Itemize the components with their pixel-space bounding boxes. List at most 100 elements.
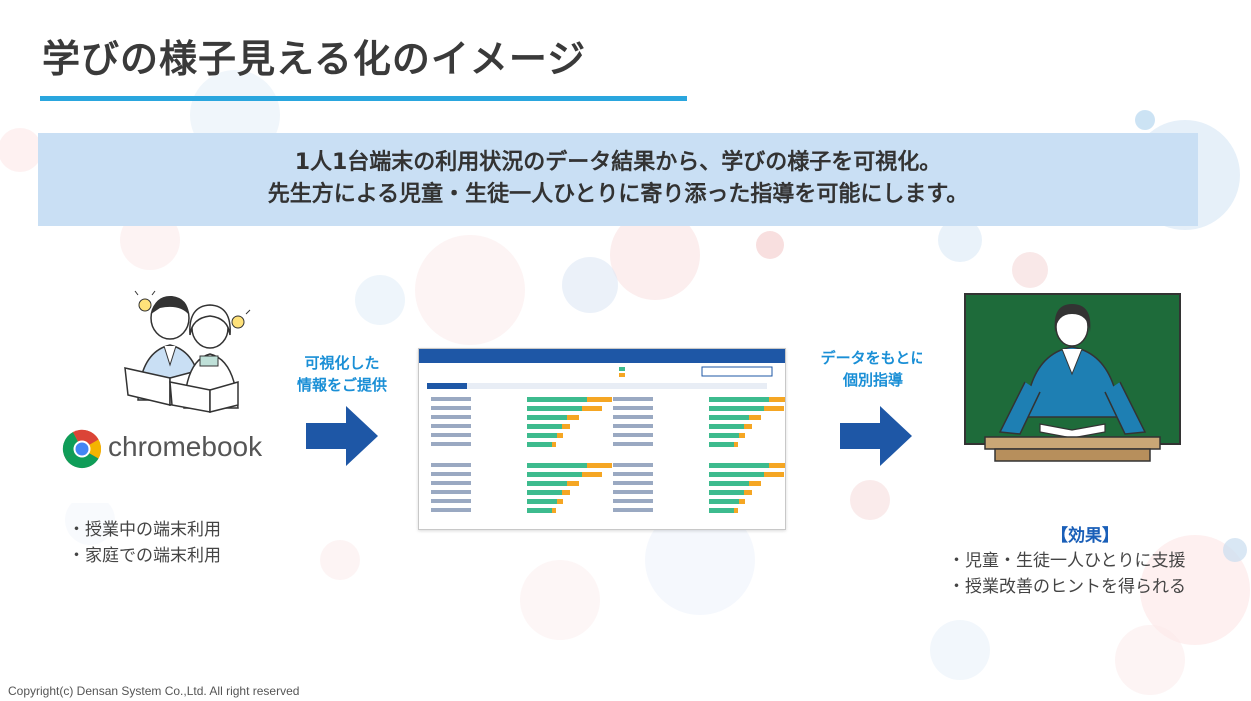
dashboard-row-label xyxy=(431,433,471,437)
effect-title: 【効果】 xyxy=(1051,526,1119,546)
dashboard-bar xyxy=(709,415,749,420)
dashboard-bar xyxy=(749,481,761,486)
dashboard-row-label xyxy=(613,397,653,401)
dashboard-bar xyxy=(709,406,764,411)
dashboard-row-label xyxy=(431,397,471,401)
dashboard-bar xyxy=(552,508,556,513)
effect-list: ・児童・生徒一人ひとりに支援 ・授業改善のヒントを得られる xyxy=(948,548,1186,600)
dashboard-bar xyxy=(527,397,587,402)
dashboard-row-label xyxy=(431,442,471,446)
dashboard-row-label xyxy=(613,406,653,410)
lightbulb-icon xyxy=(134,290,156,312)
arrow-label-provide: 可視化した 情報をご提供 xyxy=(282,352,402,396)
dashboard-row-label xyxy=(431,499,471,503)
dashboard-row-label xyxy=(613,472,653,476)
dashboard-row-label xyxy=(613,490,653,494)
page-title: 学びの様子見える化のイメージ xyxy=(42,37,587,81)
dashboard-row-label xyxy=(431,463,471,467)
dashboard-bar xyxy=(739,499,745,504)
dashboard-bar xyxy=(582,472,602,477)
dashboard-bar xyxy=(562,424,570,429)
usage-list: ・授業中の端末利用 ・家庭での端末利用 xyxy=(68,517,221,569)
lightbulb-icon xyxy=(231,309,251,329)
dashboard-row-label xyxy=(613,415,653,419)
dashboard-bar xyxy=(557,499,563,504)
dashboard-bar xyxy=(769,397,785,402)
dashboard-bar xyxy=(527,463,587,468)
dashboard-bar xyxy=(744,424,752,429)
dashboard-bar xyxy=(527,508,552,513)
dashboard-row-label xyxy=(613,508,653,512)
dashboard-row-label xyxy=(613,463,653,467)
dashboard-bar xyxy=(709,463,769,468)
dashboard-row-label xyxy=(431,490,471,494)
dashboard-row-label xyxy=(613,433,653,437)
dashboard-bar xyxy=(749,415,761,420)
dashboard-header xyxy=(419,349,785,363)
dashboard-bar xyxy=(552,442,556,447)
chromebook-wordmark: chromebook xyxy=(108,431,263,462)
dashboard-bar xyxy=(764,406,784,411)
dashboard-screenshot xyxy=(418,348,786,530)
dashboard-row-label xyxy=(431,424,471,428)
dashboard-bar xyxy=(527,499,557,504)
dashboard-bar xyxy=(527,490,562,495)
copyright-footer: Copyright(c) Densan System Co.,Ltd. All … xyxy=(8,684,300,698)
dashboard-bar xyxy=(527,481,567,486)
teacher-illustration xyxy=(964,293,1181,462)
dashboard-row-label xyxy=(431,406,471,410)
banner-line-1: 1人1台端末の利用状況のデータ結果から、学びの様子を可視化。 xyxy=(294,150,942,175)
dashboard-bar xyxy=(709,433,739,438)
dashboard-bar xyxy=(527,406,582,411)
dashboard-bar xyxy=(587,463,612,468)
dashboard-bar xyxy=(734,508,738,513)
dashboard-bar xyxy=(567,481,579,486)
dashboard-bar xyxy=(527,415,567,420)
summary-banner: 1人1台端末の利用状況のデータ結果から、学びの様子を可視化。 先生方による児童・… xyxy=(38,133,1198,226)
list-item: ・家庭での端末利用 xyxy=(68,546,221,566)
dashboard-bar xyxy=(527,472,582,477)
dashboard-bar xyxy=(557,433,563,438)
arrow-label-line: 個別指導 xyxy=(842,371,903,389)
banner-line-2: 先生方による児童・生徒一人ひとりに寄り添った指導を可能にします。 xyxy=(267,182,969,207)
dashboard-row-label xyxy=(431,508,471,512)
dashboard-bar xyxy=(567,415,579,420)
list-item: ・授業改善のヒントを得られる xyxy=(948,577,1186,597)
title-underline xyxy=(40,96,687,101)
dashboard-bar xyxy=(744,490,752,495)
dashboard-bar xyxy=(587,397,612,402)
dashboard-bar xyxy=(527,433,557,438)
dashboard-row-label xyxy=(613,481,653,485)
dashboard-row-label xyxy=(613,499,653,503)
chrome-icon xyxy=(62,429,102,469)
dashboard-bar xyxy=(709,472,764,477)
dashboard-bar xyxy=(709,508,734,513)
arrow-label-line: データをもとに xyxy=(820,349,926,367)
dashboard-bar xyxy=(709,499,739,504)
arrow-label-guidance: データをもとに 個別指導 xyxy=(808,347,938,391)
dashboard-row-label xyxy=(431,472,471,476)
dashboard-bar xyxy=(562,490,570,495)
right-arrow-icon xyxy=(840,406,912,466)
list-item: ・授業中の端末利用 xyxy=(68,520,221,540)
dashboard-bar xyxy=(709,442,734,447)
arrow-label-line: 情報をご提供 xyxy=(296,376,387,394)
students-illustration xyxy=(124,290,251,413)
dashboard-row-label xyxy=(613,442,653,446)
dashboard-bar xyxy=(527,424,562,429)
dashboard-bar xyxy=(709,424,744,429)
dashboard-row-label xyxy=(613,424,653,428)
list-item: ・児童・生徒一人ひとりに支援 xyxy=(948,551,1186,571)
dashboard-bar xyxy=(764,472,784,477)
dashboard-row-label xyxy=(431,481,471,485)
right-arrow-icon xyxy=(306,406,378,466)
dashboard-bar xyxy=(527,442,552,447)
arrow-label-line: 可視化した xyxy=(304,354,380,372)
dashboard-bar xyxy=(709,490,744,495)
dashboard-bar xyxy=(769,463,785,468)
dashboard-bar xyxy=(582,406,602,411)
dashboard-row-label xyxy=(431,415,471,419)
dashboard-bar xyxy=(739,433,745,438)
girl-figure xyxy=(169,304,239,413)
dashboard-bar xyxy=(709,481,749,486)
